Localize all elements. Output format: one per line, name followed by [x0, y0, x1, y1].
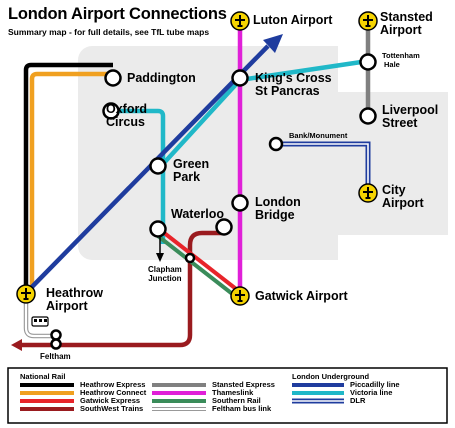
- city-airport-icon: [358, 183, 378, 203]
- stansted-airport-icon: [358, 11, 378, 31]
- heathrow-airport-icon: [16, 284, 36, 304]
- airport-icons: [16, 11, 378, 306]
- oxford-circus-station: [102, 102, 120, 120]
- bank-monument-station: [268, 136, 284, 152]
- clapham-junction-station: [184, 252, 196, 264]
- southern-rail-line: [156, 234, 237, 298]
- feltham-station: [50, 329, 62, 341]
- legend-heathrow-connect: Heathrow Connect: [80, 388, 147, 397]
- legend-thameslink: Thameslink: [212, 388, 254, 397]
- london-bridge-station: [231, 194, 249, 212]
- legend-southwest-trains: SouthWest Trains: [80, 404, 144, 413]
- legend-dlr: DLR: [350, 396, 366, 405]
- map-subtitle: Summary map - for full details, see TfL …: [8, 27, 210, 37]
- legend-victoria: Victoria line: [350, 388, 393, 397]
- green-park-2-station: [149, 220, 167, 238]
- legend-box: [7, 367, 448, 424]
- luton-label: Luton Airport: [253, 13, 333, 27]
- southwest-trains-line: [20, 230, 224, 348]
- piccadilly-line: [24, 44, 270, 295]
- piccadilly-arrow: [263, 34, 283, 53]
- heathrow-express-line: [23, 62, 113, 292]
- kings-cross-station: [231, 69, 249, 87]
- legend-feltham-bus: Feltham bus link: [212, 404, 272, 413]
- southwest-trains-arrow: [11, 339, 22, 351]
- central-zone: [78, 46, 448, 260]
- legend-swatches: [20, 383, 344, 411]
- victoria-line: [116, 108, 166, 244]
- legend-heathrow-express: Heathrow Express: [80, 380, 146, 389]
- waterloo-label: Waterloo: [171, 207, 225, 221]
- green-park-station: [149, 157, 167, 175]
- gatwick-airport-icon: [230, 286, 250, 306]
- map-title: London Airport Connections: [8, 5, 227, 23]
- gatwick-label: Gatwick Airport: [255, 289, 348, 303]
- legend-piccadilly: Piccadilly line: [350, 380, 400, 389]
- heathrow-connect-line: [29, 71, 113, 292]
- legend-underground-heading: London Underground: [292, 372, 370, 381]
- tottenham-hale-station: [359, 53, 377, 71]
- feltham-label: Feltham: [40, 352, 71, 361]
- bank-monument-label: Bank/Monument: [289, 131, 348, 140]
- legend-southern-rail: Southern Rail: [212, 396, 261, 405]
- legend-stansted-express: Stansted Express: [212, 380, 275, 389]
- paddington-label: Paddington: [127, 71, 196, 85]
- luton-airport-icon: [230, 11, 250, 31]
- bus-icon: [31, 316, 49, 327]
- legend-gatwick-express: Gatwick Express: [80, 396, 141, 405]
- paddington-station: [104, 69, 122, 87]
- legend-national-rail-heading: National Rail: [20, 372, 66, 381]
- gatwick-express-line: [161, 230, 242, 294]
- liverpool-street-station: [359, 107, 377, 125]
- waterloo-station: [215, 218, 233, 236]
